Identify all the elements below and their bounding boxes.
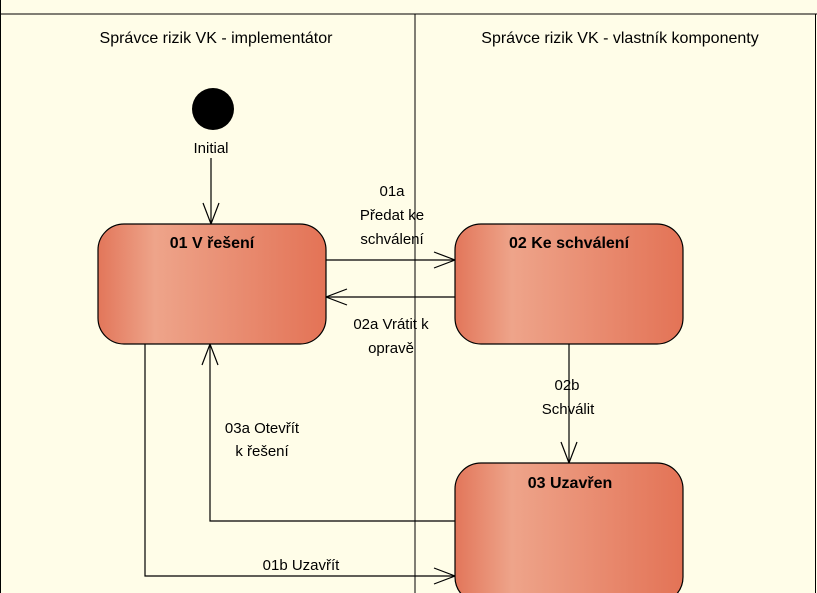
edge-03a[interactable]	[209, 344, 455, 522]
state-02-ke-schvaleni[interactable]: 02 Ke schválení	[454, 223, 684, 345]
lane-title-owner: Správce rizik VK - vlastník komponenty	[481, 30, 758, 47]
initial-label: Initial	[193, 140, 228, 157]
initial-node-circle	[192, 88, 234, 130]
label-02a-line2: opravě	[368, 340, 414, 357]
initial-node[interactable]: Initial	[192, 88, 234, 157]
state-box	[454, 462, 684, 593]
label-02b-line2: Schválit	[542, 401, 595, 418]
state-name: 02 Ke schválení	[509, 235, 630, 252]
state-01-v-reseni[interactable]: 01 V řešení	[97, 223, 327, 345]
state-03-uzavren[interactable]: 03 Uzavřen	[454, 462, 684, 593]
edges	[144, 158, 578, 585]
label-01a-line1: 01a	[379, 183, 405, 200]
state-name: 03 Uzavřen	[528, 475, 613, 492]
label-02a-line1: 02a Vrátit k	[353, 316, 429, 333]
state-box	[97, 223, 327, 345]
lane-title-implementer: Správce rizik VK - implementátor	[100, 30, 334, 47]
label-01b: 01b Uzavřít	[263, 557, 341, 574]
label-03a-line2: k řešení	[235, 443, 289, 460]
label-03a-line1: 03a Otevřít	[225, 420, 300, 437]
label-01a-line3: schválení	[360, 231, 424, 248]
state-name: 01 V řešení	[170, 235, 255, 252]
transition-labels: 01a Předat ke schválení 02a Vrátit k opr…	[225, 183, 595, 574]
edge-01b[interactable]	[144, 344, 455, 577]
state-box	[454, 223, 684, 345]
label-02b-line1: 02b	[554, 377, 579, 394]
label-01a-line2: Předat ke	[360, 207, 424, 224]
